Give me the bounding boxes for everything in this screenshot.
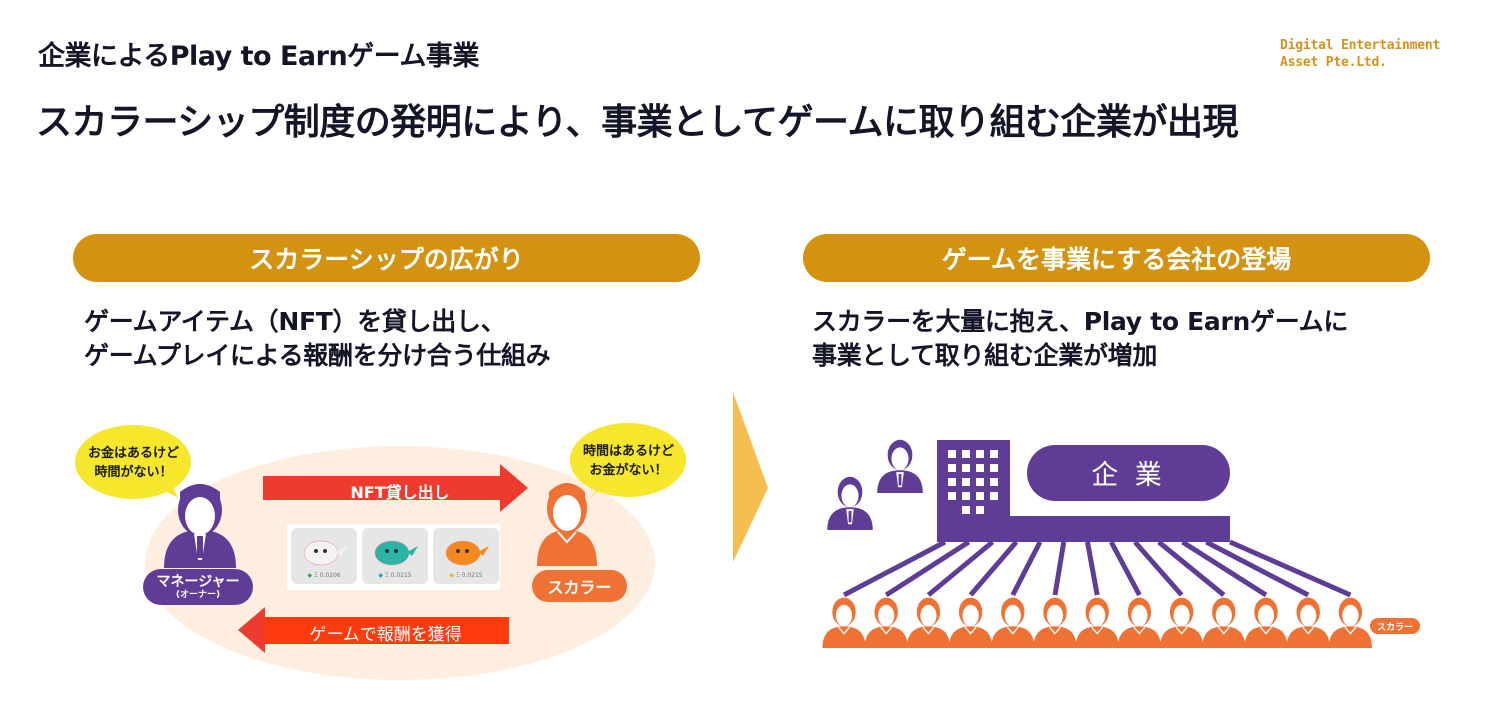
connection-line	[1157, 540, 1226, 597]
scholar-person-icon	[537, 483, 597, 566]
scholar-person-icon	[864, 597, 908, 648]
nft-lend-arrow	[263, 464, 528, 512]
connection-line	[1010, 540, 1043, 597]
scholar-speech-bubble	[570, 423, 686, 498]
connection-line	[1228, 539, 1352, 598]
building-window	[948, 464, 956, 472]
connection-line	[968, 540, 1019, 597]
scholar-person-icon	[1244, 597, 1288, 648]
logo-line-1: Digital Entertainment	[1280, 38, 1441, 53]
chevron-right-icon	[733, 392, 768, 562]
scholar-person-icon	[1075, 597, 1119, 648]
scholar-person-icon	[1160, 597, 1204, 648]
executive-person-icon	[827, 476, 873, 530]
building-window	[976, 478, 984, 486]
scholar-person-icon	[1202, 597, 1246, 648]
scholar-bubble-text: 時間はあるけど お金がない！	[571, 442, 686, 480]
right-panel-heading-text: ゲームを事業にする会社の登場	[941, 245, 1292, 274]
scholar-person-icon	[991, 597, 1035, 648]
right-lead-line-2: 事業として取り組む企業が増加	[812, 341, 1158, 370]
scholar-person-icon	[822, 597, 866, 648]
connection-line	[1205, 539, 1310, 598]
scholar-label-text: スカラー	[547, 578, 612, 597]
building-window	[962, 478, 970, 486]
reward-arrow-label: ゲームで報酬を獲得	[309, 625, 462, 645]
left-panel-heading-text: スカラーシップの広がり	[249, 245, 524, 274]
slide-headline: スカラーシップ制度の発明により、事業としてゲームに取り組む企業が出現	[36, 102, 1238, 143]
nft-card-orange-axie: ◆ Ξ 0.0215	[433, 528, 499, 584]
scholar-person-icon	[1033, 597, 1077, 648]
manager-speech-bubble	[75, 425, 191, 499]
building-window	[962, 450, 970, 458]
office-building-icon	[937, 440, 1230, 542]
scholar-label: スカラー	[532, 570, 627, 602]
nft-card-teal-axie: ◆ Ξ 0.0215	[362, 528, 428, 584]
scholar-person-icon	[949, 597, 993, 648]
manager-bubble-line-1: お金はあるけど	[87, 446, 179, 461]
connection-line	[926, 540, 995, 597]
scholar-bubble-line-1: 時間はあるけど	[582, 444, 674, 459]
connection-line	[1085, 541, 1100, 596]
scholar-person-icon	[1328, 597, 1372, 648]
building-window	[948, 492, 956, 500]
axie-creature-icon	[374, 540, 418, 566]
company-logo: Digital Entertainment Asset Pte.Ltd.	[1280, 37, 1440, 71]
building-window	[976, 464, 984, 472]
building-window	[962, 492, 970, 500]
building-window	[976, 450, 984, 458]
scholar-tag-pill	[1370, 618, 1420, 634]
building-window	[990, 450, 998, 458]
axie-creature-icon	[303, 540, 347, 566]
right-panel-heading: ゲームを事業にする会社の登場	[803, 234, 1430, 282]
executive-person-icon	[877, 439, 923, 493]
nft-lend-arrow-label: NFT貸し出し	[350, 483, 450, 502]
manager-label-text: マネージャー	[156, 574, 240, 590]
company-label-pill	[1027, 445, 1230, 501]
nft-card-white-axie: ◆ Ξ 0.0206	[291, 528, 357, 584]
left-panel-lead: ゲームアイテム（NFT）を貸し出し、 ゲームプレイによる報酬を分け合う仕組み	[84, 305, 551, 373]
manager-sublabel-text: (オーナー)	[175, 590, 221, 600]
company-label-text: 企 業	[1091, 460, 1166, 491]
building-window	[990, 492, 998, 500]
slide-eyebrow-title: 企業によるPlay to Earnゲーム事業	[38, 41, 479, 72]
right-lead-line-1: スカラーを大量に抱え、Play to Earnゲームに	[812, 307, 1349, 336]
building-window	[990, 464, 998, 472]
building-window	[948, 450, 956, 458]
connection-line	[1052, 541, 1067, 596]
scholar-person-icon	[1286, 597, 1330, 648]
building-window	[976, 506, 984, 514]
manager-person-icon	[164, 484, 236, 568]
logo-line-2: Asset Pte.Ltd.	[1280, 55, 1387, 70]
building-window	[962, 506, 970, 514]
company-diagram	[822, 439, 1420, 648]
connection-line	[1109, 540, 1142, 597]
reward-arrow	[238, 607, 509, 653]
scholar-person-icon	[1117, 597, 1161, 648]
scholar-bubble-line-2: お金がない！	[589, 463, 668, 478]
nft-price: ◆ Ξ 0.0215	[449, 572, 483, 579]
connection-line	[1181, 539, 1268, 598]
building-window	[990, 478, 998, 486]
scholar-tag-text: スカラー	[1376, 623, 1413, 633]
nft-price: ◆ Ξ 0.0215	[378, 572, 412, 579]
manager-bubble-text: お金はあるけど 時間がない！	[76, 444, 191, 482]
left-panel-heading: スカラーシップの広がり	[73, 234, 700, 282]
connection-line	[1133, 540, 1184, 597]
nft-price: ◆ Ξ 0.0206	[307, 572, 341, 579]
scholar-person-icon	[906, 597, 950, 648]
manager-bubble-line-2: 時間がない！	[94, 465, 173, 480]
building-window	[962, 464, 970, 472]
axie-creature-icon	[445, 540, 489, 566]
left-lead-line-2: ゲームプレイによる報酬を分け合う仕組み	[84, 341, 551, 370]
left-lead-line-1: ゲームアイテム（NFT）を貸し出し、	[84, 307, 506, 336]
connection-line	[884, 539, 971, 598]
building-window	[948, 478, 956, 486]
connection-line	[842, 539, 947, 598]
manager-label: マネージャー (オーナー)	[143, 569, 253, 605]
building-window	[976, 492, 984, 500]
right-panel-lead: スカラーを大量に抱え、Play to Earnゲームに 事業として取り組む企業が…	[812, 305, 1348, 373]
